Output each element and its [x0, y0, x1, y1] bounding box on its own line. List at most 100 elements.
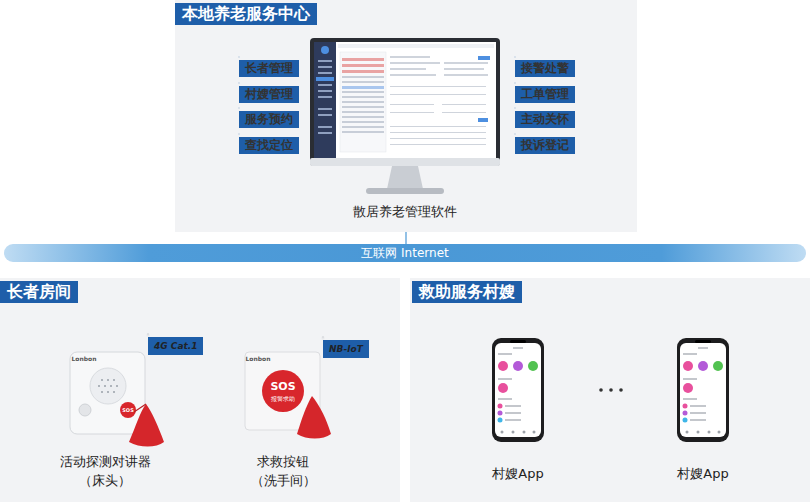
art-shape: [492, 338, 544, 442]
art-shape: [501, 431, 536, 434]
ellipsis-dots: [599, 388, 623, 392]
art-shape: [690, 419, 706, 421]
art-shape: [342, 126, 384, 128]
feature-box: 长者管理: [238, 56, 240, 58]
art-shape: [505, 405, 521, 407]
art-shape: [599, 388, 603, 392]
art-shape: [90, 368, 126, 404]
device-caption: （洗手间）: [251, 473, 316, 489]
node-text: 查找定位: [239, 137, 299, 154]
art-shape: [619, 388, 623, 392]
art-shape: [318, 60, 332, 134]
art-shape: [686, 431, 721, 434]
phone-right: [677, 338, 729, 442]
art-shape: [683, 361, 693, 371]
art-shape: [104, 385, 106, 387]
art-shape: [677, 338, 729, 442]
art-shape: [342, 96, 384, 98]
art-shape: [116, 385, 118, 387]
art-shape: [110, 385, 112, 387]
art-shape: [498, 404, 503, 409]
art-shape: [316, 77, 334, 81]
intercom-device: [70, 352, 164, 447]
art-shape: [498, 353, 512, 355]
node-text: 工单管理: [515, 86, 575, 103]
art-shape: [342, 64, 384, 67]
art-shape: [113, 379, 115, 381]
node-text: NB-IoT: [323, 340, 369, 358]
art-shape: [690, 405, 706, 407]
brand-mark: Lonbon: [246, 355, 271, 363]
software-caption: 散居养老管理软件: [353, 204, 457, 220]
panel-heading: 救助服务村嫂: [412, 281, 522, 303]
art-shape: [340, 52, 386, 152]
art-shape: [697, 431, 700, 434]
feature-box: 服务预约: [238, 107, 240, 109]
connector-line: [405, 232, 406, 244]
feature-box: 接警处警: [514, 56, 516, 58]
device-caption: 求救按钮: [257, 454, 309, 470]
art-shape: [390, 56, 488, 145]
node-text: 4G Cat.1: [148, 337, 203, 355]
art-shape: [698, 347, 708, 349]
art-shape: [390, 56, 430, 58]
art-shape: [318, 96, 332, 98]
art-shape: [444, 62, 488, 64]
art-shape: [318, 108, 332, 110]
panel-heading: 本地养老服务中心: [175, 3, 317, 25]
art-shape: [342, 76, 384, 78]
art-shape: [498, 418, 503, 423]
art-shape: [79, 404, 91, 416]
art-shape: [390, 104, 434, 105]
art-shape: [533, 431, 536, 434]
art-shape: [498, 378, 512, 380]
art-shape: [342, 116, 384, 118]
art-shape: [297, 396, 331, 439]
node-text: 村嫂管理: [239, 86, 299, 103]
art-shape: [444, 68, 484, 70]
node-text: 长者管理: [239, 60, 299, 77]
art-shape: [342, 111, 384, 113]
art-shape: [70, 352, 145, 434]
art-shape: [390, 86, 486, 87]
art-shape: [342, 86, 384, 89]
button-text: 报警求助: [271, 395, 295, 403]
center-panel: 本地养老服务中心长者管理接警处警村嫂管理工单管理服务预约主动关怀查找定位投诉登记: [175, 0, 637, 232]
feature-box: 村嫂管理: [238, 82, 240, 84]
art-shape: [512, 431, 515, 434]
art-shape: [680, 343, 726, 437]
art-shape: [713, 361, 723, 371]
art-shape: [513, 347, 523, 349]
art-shape: [98, 385, 100, 387]
art-shape: [107, 391, 109, 393]
art-shape: [495, 343, 541, 437]
art-shape: [342, 121, 384, 123]
art-shape: [318, 72, 332, 74]
network-badge: 4G Cat.1: [147, 333, 149, 335]
art-shape: [175, 0, 637, 232]
art-shape: [708, 431, 711, 434]
art-shape: [318, 84, 332, 86]
art-shape: [390, 94, 486, 95]
art-shape: [683, 378, 697, 380]
art-shape: [113, 391, 115, 393]
art-shape: [390, 132, 486, 133]
art-shape: [510, 340, 526, 343]
art-shape: [318, 126, 332, 128]
art-shape: [101, 391, 103, 393]
sos-button-device: [245, 352, 331, 439]
art-shape: [101, 379, 103, 381]
art-shape: [314, 42, 496, 158]
art-shape: [390, 62, 440, 64]
art-shape: [683, 411, 688, 416]
art-shape: [342, 91, 384, 93]
app-caption: 村嫂App: [677, 466, 728, 482]
art-shape: [129, 404, 164, 447]
art-shape: [410, 278, 810, 502]
button-text: SOS: [270, 380, 295, 394]
art-shape: [390, 68, 426, 70]
internet-bar: 互联网 Internet: [4, 244, 806, 262]
helper-panel: 救助服务村嫂: [410, 278, 810, 502]
